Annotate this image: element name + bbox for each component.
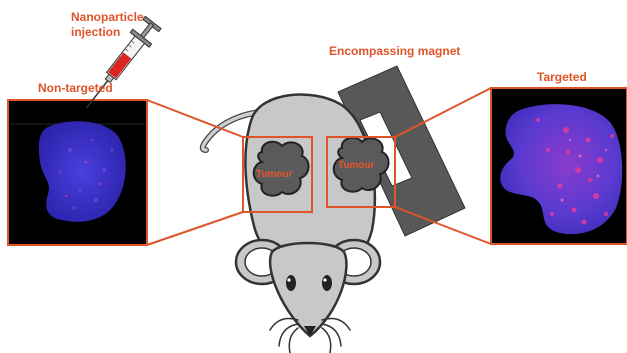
mouse-illustration [236, 95, 380, 353]
tumour-label-left: Tumour [256, 169, 292, 180]
non-targeted-label: Non-targeted [38, 81, 113, 96]
targeted-label: Targeted [537, 70, 587, 85]
encompassing-magnet-label: Encompassing magnet [329, 44, 460, 59]
tissue-image-non-targeted [8, 100, 147, 245]
tissue-image-targeted [491, 88, 627, 244]
tumour-label-right: Tumour [338, 160, 374, 171]
nanoparticle-injection-label: Nanoparticle injection [71, 10, 181, 40]
